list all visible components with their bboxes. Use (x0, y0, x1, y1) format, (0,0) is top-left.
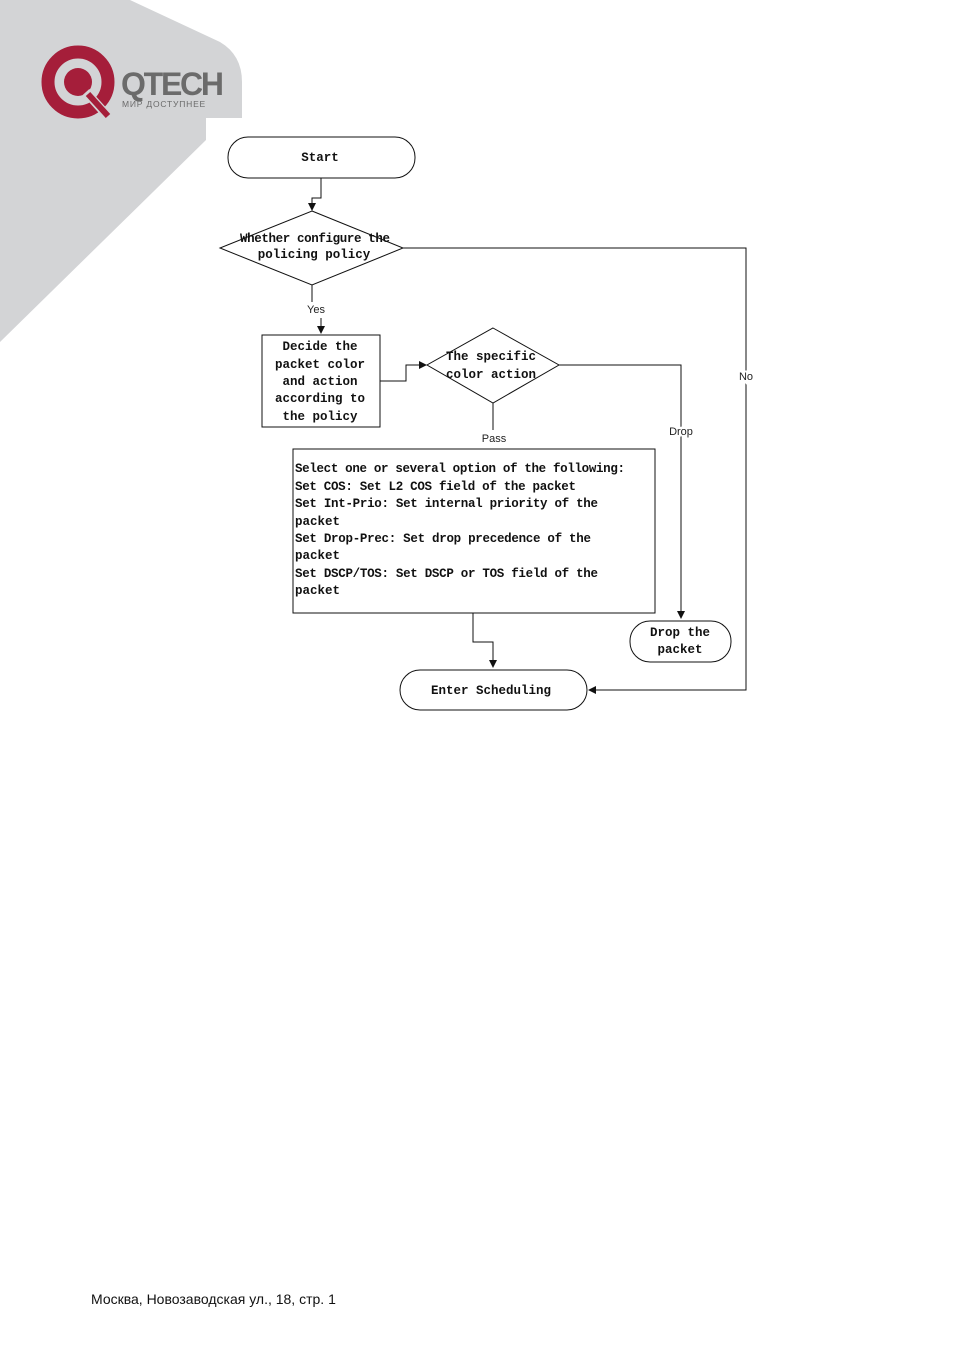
drop-label: Drop (669, 426, 693, 438)
drop-packet-line1: Drop the (650, 626, 710, 640)
option-line4: packet (295, 515, 340, 529)
drop-packet-node (629, 620, 732, 663)
decide-line5: the policy (282, 410, 358, 424)
pass-label: Pass (482, 433, 507, 445)
no-label: No (739, 371, 753, 383)
logo-tagline: МИР ДОСТУПНЕЕ (122, 99, 206, 109)
option-line2: Set COS: Set L2 COS field of the packet (295, 480, 576, 494)
options-box (292, 448, 656, 614)
decide-line4: according to (275, 392, 365, 406)
option-line3: Set Int-Prio: Set internal priority of t… (295, 497, 598, 511)
decision2-line1: The specific (446, 350, 536, 364)
enter-scheduling-node (399, 669, 588, 711)
yes-label: Yes (307, 304, 325, 316)
option-line1: Select one or several option of the foll… (295, 462, 625, 476)
flowchart-text: Start Whether configure the policing pol… (240, 151, 755, 698)
decide-line2: packet color (275, 358, 365, 372)
option-line6: packet (295, 549, 340, 563)
decide-color-box (261, 334, 381, 428)
option-line5: Set Drop-Prec: Set drop precedence of th… (295, 532, 591, 546)
decision1-line1: Whether configure the (240, 232, 390, 246)
qtech-logo: QTECH МИР ДОСТУПНЕЕ (41, 45, 224, 119)
option-line7: Set DSCP/TOS: Set DSCP or TOS field of t… (295, 567, 598, 581)
decision2-line2: color action (446, 368, 536, 382)
start-label: Start (301, 151, 339, 165)
drop-packet-line2: packet (657, 643, 702, 657)
logo-text: QTECH (121, 66, 224, 102)
footer-address: Москва, Новозаводская ул., 18, стр. 1 (91, 1291, 336, 1307)
header-corner-shape (0, 0, 242, 342)
policing-flowchart (218, 136, 747, 711)
enter-scheduling-label: Enter Scheduling (431, 684, 551, 698)
decide-line1: Decide the (282, 340, 357, 354)
option-line8: packet (295, 584, 340, 598)
decide-line3: and action (282, 375, 357, 389)
decision1-line2: policing policy (258, 248, 371, 262)
decision-color-action (425, 327, 561, 404)
